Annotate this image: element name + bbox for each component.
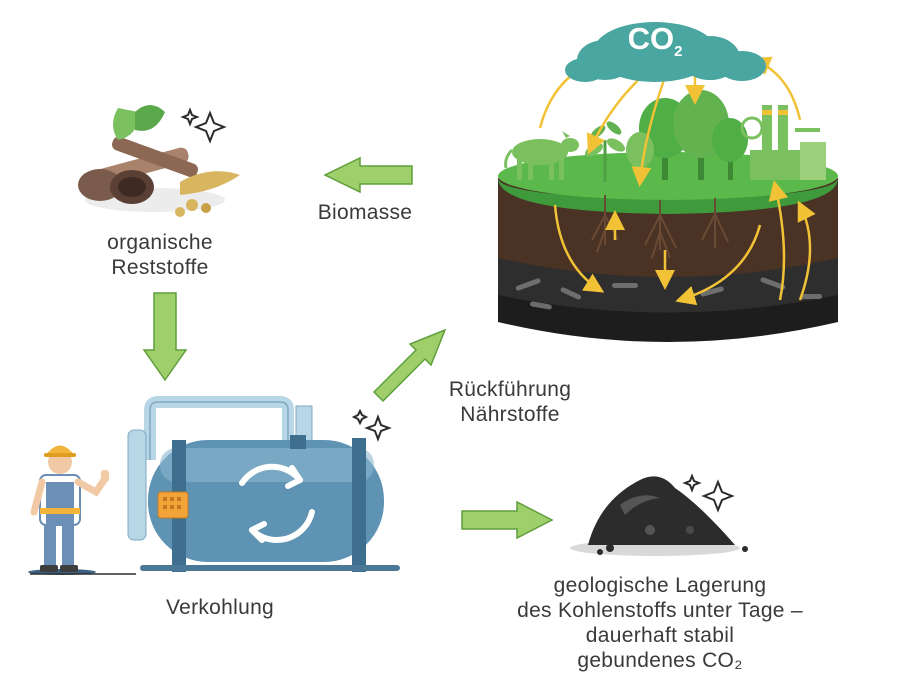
biochar-heap-icon [570,476,748,556]
worker-icon [28,445,109,575]
co2-cloud-label: CO2 [627,21,683,61]
co2-cloud-icon [565,22,766,82]
residue-pile-icon [78,105,240,217]
cow-icon [504,131,579,180]
arrow-nutrients-icon [372,328,447,403]
sparkle-icon [351,408,392,442]
sparkle-icon [682,473,735,513]
biomass-label: Biomasse [317,201,413,224]
sparkle-icon [180,107,227,144]
tree-icon [626,90,748,180]
soil-ecosystem-illustration [498,49,838,342]
recycle-icon [239,463,315,543]
reactor-tank-icon [127,396,400,572]
factory-icon [740,105,826,180]
geological-storage-label: geologische Lagerung des Kohlenstoffs un… [517,574,803,672]
organic-residues-label: organische Reststoffe [107,231,213,279]
nutrient-return-label: Rückführung Nährstoffe [448,378,572,426]
arrow-storage-icon [461,500,554,540]
arrow-down-icon [142,292,188,382]
carbonization-label: Verkohlung [165,596,275,619]
arrow-biomass-icon [323,156,413,194]
